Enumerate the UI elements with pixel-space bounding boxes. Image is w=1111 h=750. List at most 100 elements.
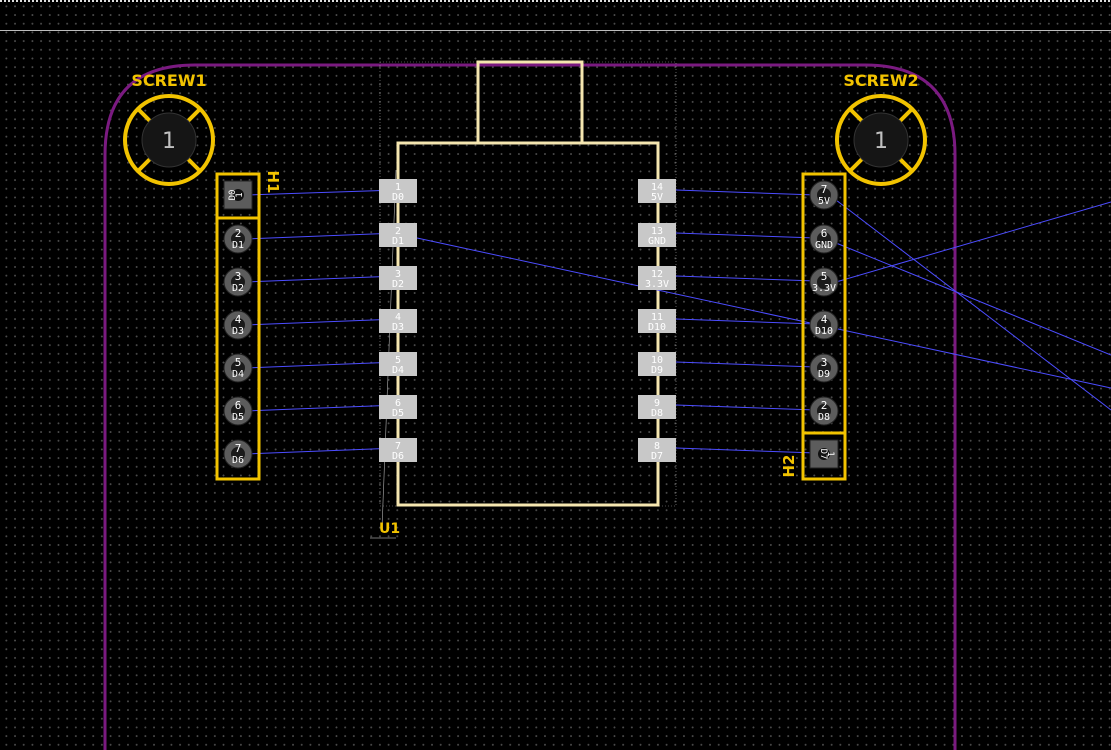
header-pin[interactable]: 2D1 [223,224,253,254]
u1-pad-copper[interactable] [638,352,676,376]
u1-pad-number: 4 [395,312,401,323]
header-pin[interactable]: 5D4 [223,353,253,383]
header-pin[interactable]: D01 [223,180,253,210]
header-pin-hole [231,447,245,461]
header-pin-hole [231,361,245,375]
u1-pad-number: 5 [395,355,401,366]
u1-pad[interactable]: 123.3V [638,266,676,290]
header-pin-hole [231,318,245,332]
ratsnest-line [675,447,817,454]
u1-pad-copper[interactable] [379,223,417,247]
header-pin[interactable]: 3D2 [223,267,253,297]
u1-pad-copper[interactable] [638,395,676,419]
u1-pad-number: 10 [651,355,663,366]
u1-pad-net: D2 [392,279,404,290]
u1-pad[interactable]: 6D5 [379,395,417,419]
screw-outline [835,94,927,186]
header-pin[interactable]: 6D5 [223,396,253,426]
header-pin-hole [817,361,831,375]
u1-pad[interactable]: 7D6 [379,438,417,462]
u1-pad[interactable]: 9D8 [638,395,676,419]
u1-pad[interactable]: 2D1 [379,223,417,247]
u1-pad-net: D7 [651,451,663,462]
ratsnest-layer [245,189,1111,455]
u1-pad-net: D1 [392,236,404,247]
u1-pad-net: D6 [392,451,404,462]
u1-pad-net: GND [648,236,666,247]
header-pin-number: 3 [821,356,828,369]
ratsnest-line [675,189,817,196]
header-pin[interactable]: D71 [809,439,839,469]
u1-pad-number: 9 [654,398,660,409]
header-pin-hole [817,188,831,202]
u1-pad[interactable]: 8D7 [638,438,676,462]
header-pin[interactable]: 75V [809,180,839,210]
toolbar-edge [0,0,1111,2]
header-pin[interactable]: 7D6 [223,439,253,469]
u1-pad-copper[interactable] [638,266,676,290]
u1-pad-copper[interactable] [379,438,417,462]
board-outline [103,63,957,750]
header-pin-hole [817,318,831,332]
header-pin-number: 2 [821,399,828,412]
u1-pad-number: 8 [654,441,660,452]
ratsnest-line [245,275,398,283]
header-pin-number: 4 [235,313,242,326]
u1-pad-copper[interactable] [379,352,417,376]
u1-pad-copper[interactable] [379,266,417,290]
u1-pad-copper[interactable] [379,395,417,419]
u1-pad[interactable]: 3D2 [379,266,417,290]
u1-pad-number: 6 [395,398,401,409]
u1-pad-copper[interactable] [379,179,417,203]
header-pin-hole [818,448,830,460]
ratsnest-line [245,447,398,455]
u1-body-outline [396,141,660,507]
ratsnest-line [675,404,817,411]
header-pin-net: D6 [232,455,244,466]
u1-pad[interactable]: 5D4 [379,352,417,376]
u1-pad[interactable]: 1D0 [379,179,417,203]
u1-pad-copper[interactable] [638,179,676,203]
u1-pad-number: 14 [651,182,663,193]
header-pin-net: D8 [818,412,830,423]
u1-pad-number: 2 [395,226,401,237]
header-pin-number: 6 [821,227,828,240]
ratsnest-line [675,318,817,325]
header-pin[interactable]: 2D8 [809,396,839,426]
u1-pad[interactable]: 4D3 [379,309,417,333]
screw-refdes: SCREW2 [843,71,918,90]
header-pin-net: D0 [228,190,238,201]
header-pin-number: 7 [235,442,242,455]
header-pin[interactable]: 3D9 [809,353,839,383]
u1-pad-copper[interactable] [379,309,417,333]
header-pin-number: 3 [235,270,242,283]
header-pin[interactable]: 4D3 [223,310,253,340]
header-pin[interactable]: 53.3V [809,267,839,297]
header-pin-net: D5 [232,412,244,423]
screw-pad[interactable] [141,112,197,168]
screw-pad[interactable] [853,112,909,168]
ratsnest-line [835,242,1111,356]
screw-pad-number: 1 [162,129,176,154]
header-pin-net: 5V [818,196,830,207]
header-pin-net: GND [815,240,833,251]
u1-pad-copper[interactable] [638,309,676,333]
header-pin-net: D7 [818,449,828,460]
ratsnest-line [245,189,398,196]
u1-pad-copper[interactable] [638,223,676,247]
header-pin-hole [231,275,245,289]
u1-pad-copper[interactable] [638,438,676,462]
